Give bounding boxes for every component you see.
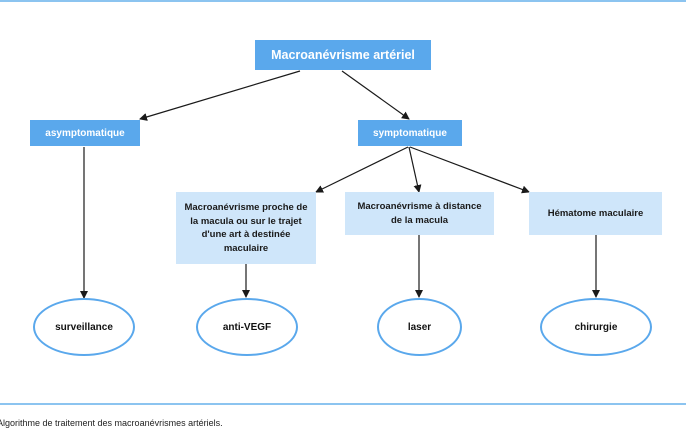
arrow-symptomatic-to-option-2 bbox=[408, 146, 422, 193]
arrow-root-to-symptomatic bbox=[341, 70, 410, 120]
root-node-box: Macroanévrisme artériel bbox=[255, 40, 431, 70]
option-distant-macula-box: Macroanévrisme à distance de la macula bbox=[345, 192, 494, 235]
top-rule bbox=[0, 0, 686, 2]
treatment-chirurgie-ellipse: chirurgie bbox=[540, 298, 652, 356]
arrow-symptomatic-to-option-3 bbox=[409, 146, 530, 194]
option-macular-hematoma-box: Hématome maculaire bbox=[529, 192, 662, 235]
figure-caption: Algorithme de traitement des macroanévri… bbox=[0, 418, 223, 428]
symptomatic-node-box: symptomatique bbox=[358, 120, 462, 146]
treatment-laser-ellipse: laser bbox=[377, 298, 462, 356]
treatment-surveillance-ellipse: surveillance bbox=[33, 298, 135, 356]
arrow-root-to-asymptomatic bbox=[139, 70, 301, 121]
treatment-anti-vegf-ellipse: anti-VEGF bbox=[196, 298, 298, 356]
bottom-rule bbox=[0, 403, 686, 405]
arrow-symptomatic-to-option-1 bbox=[315, 146, 409, 193]
asymptomatic-node-box: asymptomatique bbox=[30, 120, 140, 146]
option-near-macula-box: Macroanévrisme proche de la macula ou su… bbox=[176, 192, 316, 264]
